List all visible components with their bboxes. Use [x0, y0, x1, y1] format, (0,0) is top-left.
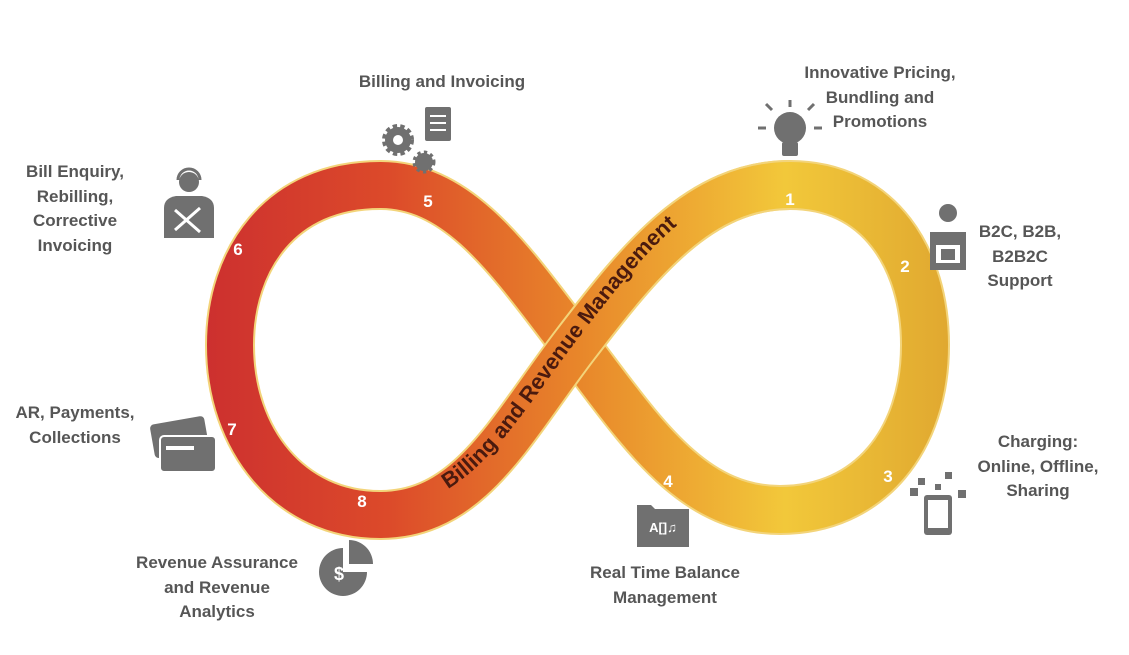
step-number-1: 1 — [785, 190, 794, 209]
credit-cards-icon — [150, 416, 217, 473]
step-number-8: 8 — [357, 492, 366, 511]
device-network-icon — [910, 472, 966, 535]
media-folder-icon: A[]♫ — [637, 505, 689, 547]
svg-text:$: $ — [334, 564, 344, 584]
step-number-5: 5 — [423, 192, 432, 211]
loop-band — [204, 159, 951, 515]
support-agent-icon — [164, 167, 214, 238]
svg-text:A[]♫: A[]♫ — [649, 520, 677, 535]
label-ar-payments: AR, Payments,Collections — [15, 403, 135, 447]
dollar-pie-chart-icon: $ — [319, 540, 373, 596]
gears-document-icon — [382, 107, 451, 174]
step-number-2: 2 — [900, 257, 909, 276]
step-number-4: 4 — [663, 472, 673, 491]
step-number-6: 6 — [233, 240, 242, 259]
label-charging: Charging:Online, Offline,Sharing — [977, 432, 1099, 500]
user-box-icon — [930, 204, 966, 270]
step-number-3: 3 — [883, 467, 892, 486]
step-number-7: 7 — [227, 420, 236, 439]
label-billing-invoicing: Billing and Invoicing — [358, 72, 526, 91]
lightbulb-icon — [758, 100, 822, 156]
